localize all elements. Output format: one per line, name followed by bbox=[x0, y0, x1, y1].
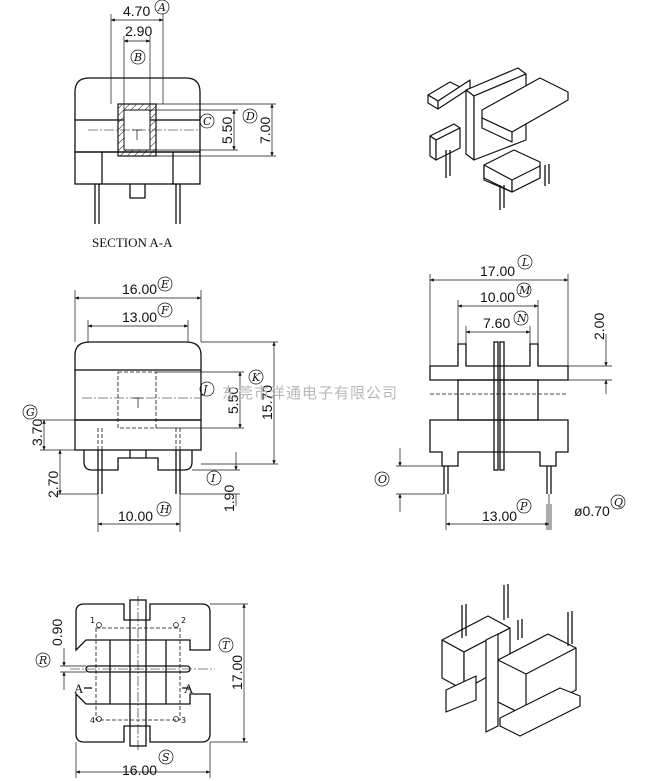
dim-l: 17.00 bbox=[480, 263, 515, 279]
svg-text:O: O bbox=[378, 473, 387, 486]
tag-k: K bbox=[248, 369, 264, 385]
tag-j: J bbox=[199, 381, 215, 397]
dim-200: 2.00 bbox=[591, 313, 607, 340]
tag-e: E bbox=[157, 276, 173, 292]
tag-d: D bbox=[242, 108, 258, 124]
front-view bbox=[40, 290, 278, 532]
dim-p: 13.00 bbox=[482, 508, 517, 524]
dim-c: 5.50 bbox=[219, 117, 235, 144]
svg-text:K: K bbox=[251, 371, 261, 384]
svg-text:S: S bbox=[162, 751, 170, 764]
tag-l: L bbox=[517, 254, 533, 270]
tag-p: P bbox=[516, 498, 532, 514]
tag-b: B bbox=[130, 49, 146, 65]
section-mark-right: A bbox=[184, 681, 194, 696]
dim-j: 5.50 bbox=[225, 387, 241, 414]
watermark: 东莞市洋通电子有限公司 bbox=[222, 384, 398, 402]
svg-text:F: F bbox=[160, 304, 169, 317]
tag-r: R bbox=[35, 652, 51, 668]
tag-q: Q bbox=[610, 494, 626, 510]
dim-f: 13.00 bbox=[122, 309, 157, 325]
svg-text:T: T bbox=[222, 639, 231, 652]
svg-text:R: R bbox=[38, 654, 47, 667]
svg-text:B: B bbox=[133, 51, 142, 64]
dim-s: 16.00 bbox=[122, 762, 157, 778]
svg-text:A: A bbox=[157, 1, 166, 14]
svg-text:M: M bbox=[518, 284, 531, 297]
tag-g: G bbox=[22, 404, 38, 420]
iso-view-bottom bbox=[441, 584, 581, 737]
dim-g: 3.70 bbox=[29, 419, 45, 446]
svg-text:I: I bbox=[210, 472, 216, 485]
dim-m: 10.00 bbox=[480, 289, 515, 305]
dim-b: 2.90 bbox=[125, 23, 152, 39]
dim-q: ø0.70 bbox=[574, 503, 610, 519]
tag-n: N bbox=[513, 310, 529, 326]
tag-t: T bbox=[218, 637, 234, 653]
dim-e: 16.00 bbox=[122, 281, 157, 297]
tag-c: C bbox=[199, 113, 215, 129]
tag-h: H bbox=[156, 501, 172, 517]
tag-s: S bbox=[158, 749, 174, 765]
dim-i: 1.90 bbox=[221, 485, 237, 512]
svg-text:L: L bbox=[521, 256, 529, 269]
section-mark-left: A bbox=[74, 681, 84, 696]
svg-text:D: D bbox=[245, 110, 255, 123]
pin-number-3: 3 bbox=[181, 716, 186, 725]
svg-text:J: J bbox=[201, 383, 208, 396]
dim-270: 2.70 bbox=[45, 471, 61, 498]
tag-i: I bbox=[206, 470, 222, 486]
dim-n: 7.60 bbox=[483, 315, 510, 331]
svg-text:G: G bbox=[26, 406, 35, 419]
svg-text:C: C bbox=[203, 115, 212, 128]
pin-number-2: 2 bbox=[181, 616, 186, 625]
section-label: SECTION A-A bbox=[92, 235, 173, 250]
svg-text:H: H bbox=[159, 503, 170, 516]
iso-view-top bbox=[427, 67, 569, 210]
dim-t: 17.00 bbox=[229, 655, 245, 690]
tag-f: F bbox=[157, 302, 173, 318]
dim-d: 7.00 bbox=[257, 117, 273, 144]
tag-a: A bbox=[154, 0, 170, 15]
top-view bbox=[60, 596, 248, 778]
dim-a: 4.70 bbox=[123, 3, 150, 19]
svg-text:P: P bbox=[519, 500, 528, 513]
side-view bbox=[396, 274, 612, 530]
dim-h: 10.00 bbox=[118, 508, 153, 524]
svg-text:E: E bbox=[160, 278, 169, 291]
svg-text:N: N bbox=[516, 312, 527, 325]
section-view bbox=[74, 14, 276, 224]
tag-o: O bbox=[374, 471, 390, 487]
dim-k: 15.70 bbox=[259, 385, 275, 420]
pin-number-1: 1 bbox=[90, 616, 95, 625]
tag-m: M bbox=[516, 282, 532, 298]
svg-text:Q: Q bbox=[614, 496, 623, 509]
dim-r: 0.90 bbox=[49, 619, 65, 646]
pin-number-4: 4 bbox=[90, 716, 95, 725]
